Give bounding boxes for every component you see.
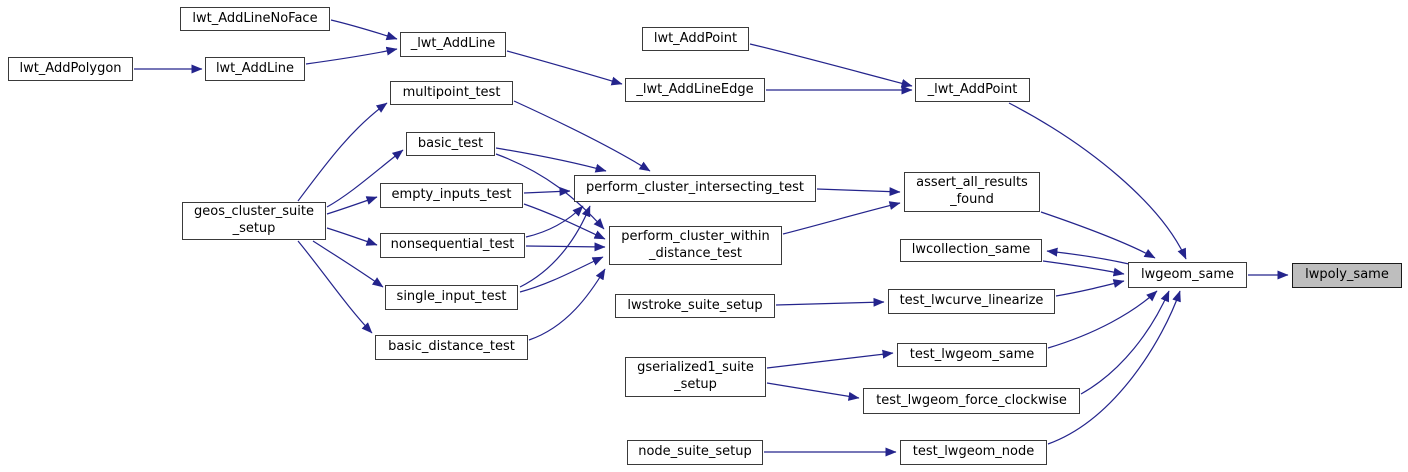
edge-lwt_AddLine-to-_lwt_AddLine [305, 46, 398, 65]
edge-lwgeom_same-to-lwcollection_same [1046, 247, 1130, 265]
edge-geos_cluster_suite_setup-to-multipoint_test [297, 102, 388, 202]
edge-assert_all_results_found-to-lwgeom_same [1040, 211, 1156, 259]
node-assert_all_results_found[interactable]: assert_all_results _found [904, 172, 1040, 212]
edge-single_input_test-to-perform_cluster_within_distance_test [519, 256, 604, 293]
edge-gserialized1_suite_setup-to-test_lwgeom_force_clockwise [766, 382, 860, 401]
edge-multipoint_test-to-perform_cluster_intersecting_test [513, 100, 651, 172]
node-gserialized1_suite_setup[interactable]: gserialized1_suite _setup [625, 357, 766, 397]
edge-test_lwgeom_node-to-lwgeom_same [1047, 290, 1181, 445]
node-perform_cluster_within_distance_test[interactable]: perform_cluster_within _distance_test [609, 226, 782, 265]
node-single_input_test[interactable]: single_input_test [385, 285, 518, 310]
node-lwgeom_same[interactable]: lwgeom_same [1128, 262, 1247, 288]
node-geos_cluster_suite_setup[interactable]: geos_cluster_suite _setup [182, 202, 326, 240]
node-test_lwgeom_node[interactable]: test_lwgeom_node [900, 440, 1047, 465]
node-lwt_AddLine[interactable]: lwt_AddLine [205, 57, 305, 81]
node-basic_distance_test[interactable]: basic_distance_test [375, 335, 528, 360]
edge-test_lwcurve_linearize-to-lwgeom_same [1055, 279, 1125, 297]
edge-geos_cluster_suite_setup-to-basic_distance_test [297, 240, 373, 334]
node-node_suite_setup[interactable]: node_suite_setup [627, 440, 763, 465]
edge-empty_inputs_test-to-perform_cluster_intersecting_test [523, 186, 571, 196]
edge-lwstroke_suite_setup-to-test_lwcurve_linearize [775, 297, 885, 307]
edge-basic_distance_test-to-perform_cluster_within_distance_test [528, 268, 606, 341]
edge-geos_cluster_suite_setup-to-empty_inputs_test [326, 196, 378, 215]
edge-_lwt_AddPoint-to-lwgeom_same [1008, 102, 1187, 260]
node-multipoint_test[interactable]: multipoint_test [390, 81, 513, 105]
node-basic_test[interactable]: basic_test [406, 132, 495, 156]
edge-test_lwgeom_force_clockwise-to-lwgeom_same [1080, 290, 1170, 395]
node-test_lwgeom_force_clockwise[interactable]: test_lwgeom_force_clockwise [863, 388, 1080, 414]
node-_lwt_AddPoint[interactable]: _lwt_AddPoint [915, 78, 1030, 102]
node-lwpoly_same[interactable]: lwpoly_same [1292, 263, 1402, 288]
edge-lwcollection_same-to-lwgeom_same [1042, 260, 1125, 277]
edge-nonsequential_test-to-perform_cluster_within_distance_test [525, 242, 606, 252]
edge-geos_cluster_suite_setup-to-nonsequential_test [326, 227, 378, 246]
node-nonsequential_test[interactable]: nonsequential_test [380, 233, 525, 258]
edge-basic_test-to-perform_cluster_within_distance_test [495, 153, 605, 230]
edge-_lwt_AddLine-to-_lwt_AddLineEdge [506, 50, 623, 86]
node-lwstroke_suite_setup[interactable]: lwstroke_suite_setup [615, 294, 775, 318]
edge-gserialized1_suite_setup-to-test_lwgeom_same [766, 349, 894, 369]
node-lwt_AddPoint[interactable]: lwt_AddPoint [642, 27, 749, 51]
node-lwt_AddPolygon[interactable]: lwt_AddPolygon [8, 57, 133, 81]
edge-geos_cluster_suite_setup-to-single_input_test [312, 240, 384, 288]
edge-perform_cluster_within_distance_test-to-assert_all_results_found [782, 201, 901, 235]
edge-lwt_AddPoint-to-_lwt_AddPoint [749, 43, 913, 88]
node-perform_cluster_intersecting_test[interactable]: perform_cluster_intersecting_test [574, 175, 816, 202]
node-lwt_AddLineNoFace[interactable]: lwt_AddLineNoFace [180, 7, 330, 31]
edge-lwt_AddLineNoFace-to-_lwt_AddLine [330, 19, 398, 41]
node-test_lwgeom_same[interactable]: test_lwgeom_same [897, 343, 1047, 367]
node-empty_inputs_test[interactable]: empty_inputs_test [380, 183, 523, 208]
node-lwcollection_same[interactable]: lwcollection_same [900, 239, 1042, 262]
node-test_lwcurve_linearize[interactable]: test_lwcurve_linearize [888, 289, 1055, 314]
node-_lwt_AddLine[interactable]: _lwt_AddLine [400, 32, 506, 57]
edge-geos_cluster_suite_setup-to-basic_test [326, 149, 404, 208]
edge-perform_cluster_intersecting_test-to-assert_all_results_found [816, 187, 901, 197]
edge-nonsequential_test-to-perform_cluster_intersecting_test [525, 205, 584, 238]
node-_lwt_AddLineEdge[interactable]: _lwt_AddLineEdge [625, 78, 765, 102]
edge-basic_test-to-perform_cluster_intersecting_test [495, 147, 607, 173]
edge-test_lwgeom_same-to-lwgeom_same [1047, 290, 1158, 349]
edge-single_input_test-to-perform_cluster_intersecting_test [519, 205, 591, 288]
